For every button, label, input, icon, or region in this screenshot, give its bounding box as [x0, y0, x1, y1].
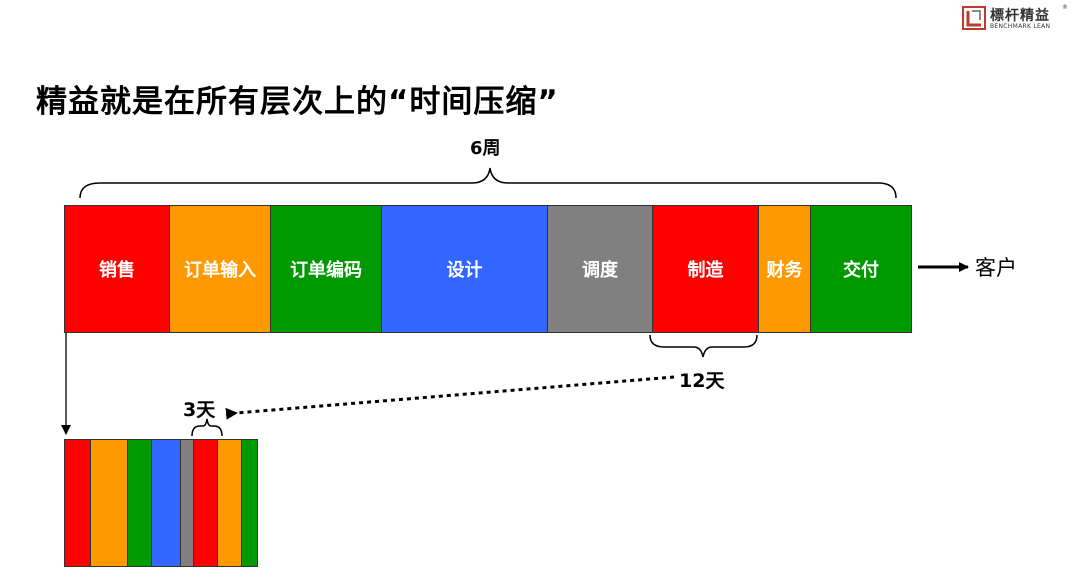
- process-step-label: 制造: [687, 260, 724, 281]
- process-step-label: 订单输入: [184, 260, 256, 281]
- brand-logo: 標杆精益 BENCHMARK LEAN ®: [962, 4, 1068, 32]
- process-step-5: 调度: [548, 206, 653, 332]
- total-duration-label: 6周: [470, 138, 501, 159]
- process-step-4: 设计: [382, 206, 548, 332]
- process-bar: 销售 订单输入 订单编码 设计 调度 制造 财务 交付: [64, 205, 912, 333]
- compressed-process-bar: [64, 439, 258, 567]
- process-step-3: 订单编码: [271, 206, 382, 332]
- logo-mark-icon: [962, 6, 986, 30]
- total-duration-brace: [79, 167, 897, 199]
- compressed-step-7: [218, 440, 242, 566]
- process-step-label: 设计: [446, 260, 483, 281]
- manufacturing-duration-label: 12天: [679, 370, 725, 392]
- compressed-duration-label: 3天: [183, 399, 216, 421]
- compressed-step-8: [242, 440, 257, 566]
- process-step-label: 调度: [582, 260, 618, 281]
- registered-mark: ®: [1062, 4, 1068, 11]
- compressed-brace: [191, 418, 223, 437]
- compressed-step-4: [152, 440, 181, 566]
- compressed-step-5: [181, 440, 194, 566]
- compressed-step-2: [91, 440, 128, 566]
- process-step-6: 制造: [653, 206, 759, 332]
- process-step-label: 销售: [99, 260, 135, 281]
- process-step-8: 交付: [811, 206, 911, 332]
- compression-arrow: [225, 375, 675, 420]
- customer-label: 客户: [975, 256, 1017, 280]
- slide-title: 精益就是在所有层次上的“时间压缩”: [36, 84, 559, 120]
- manufacturing-brace: [649, 334, 758, 358]
- logo-subtext: BENCHMARK LEAN: [990, 23, 1051, 30]
- process-step-1: 销售: [65, 206, 170, 332]
- compressed-step-3: [128, 440, 152, 566]
- compressed-step-6: [194, 440, 218, 566]
- process-step-label: 订单编码: [290, 260, 362, 281]
- process-step-label: 财务: [766, 260, 803, 281]
- process-step-label: 交付: [843, 260, 879, 281]
- process-step-2: 订单输入: [170, 206, 271, 332]
- compressed-step-1: [65, 440, 91, 566]
- process-step-7: 财务: [759, 206, 811, 332]
- logo-text: 標杆精益: [990, 8, 1050, 24]
